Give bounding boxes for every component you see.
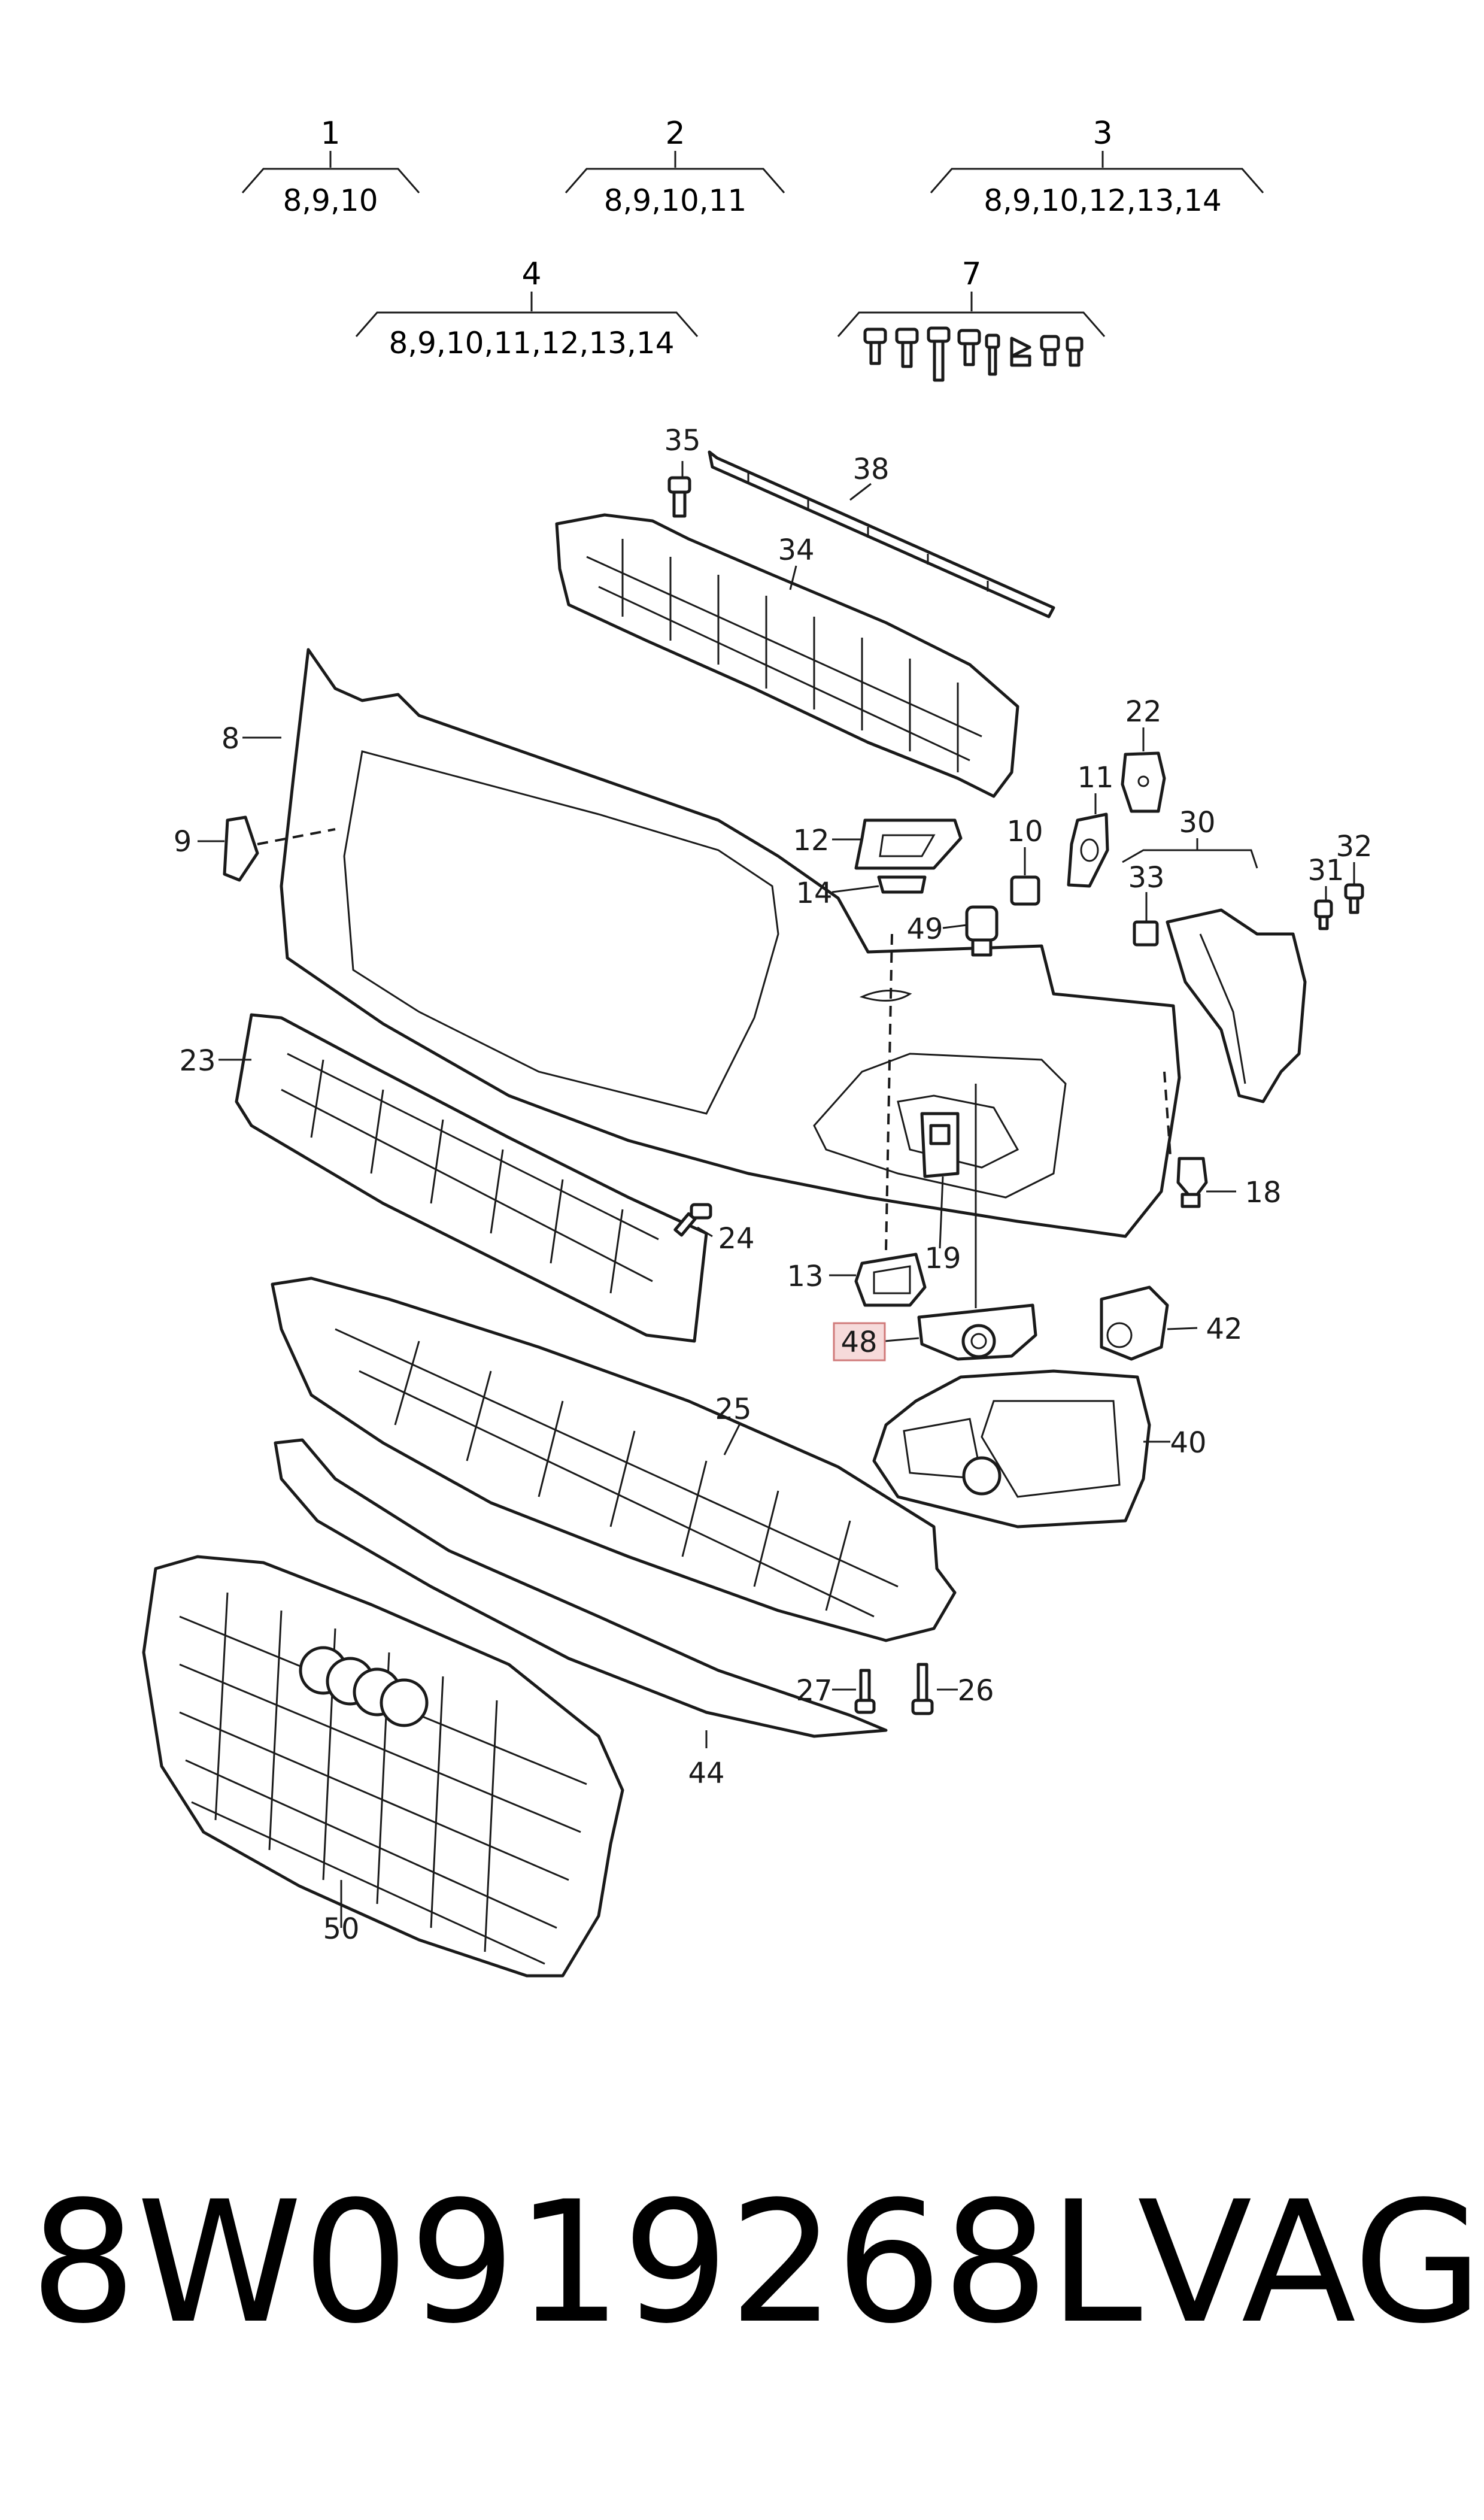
callout-10: 10 [1006,815,1043,848]
kit-4: 4 8,9,10,11,12,13,14 [355,256,699,360]
part-number-label: 8W0919268L [30,2166,1143,2361]
callout-19: 19 [924,1242,961,1275]
part-18-clip [1176,1157,1208,1208]
part-12-washer-cover [854,818,963,870]
part-48-sensor-holder [917,1303,1037,1361]
callout-26: 26 [957,1674,994,1708]
fastener-set-icon [863,326,1084,382]
callout-9: 9 [174,825,192,859]
part-26-screw [911,1663,934,1715]
part-50-main-grille [142,1555,624,1978]
callout-12: 12 [793,824,829,857]
callout-23: 23 [179,1044,216,1078]
kit-3-number: 3 [1092,116,1112,151]
callouts: 35 38 34 8 9 22 11 12 10 30 31 32 33 14 … [174,424,1373,1946]
callout-11: 11 [1077,761,1113,794]
kit-1: 1 8,9,10 [241,116,420,218]
callout-35: 35 [664,424,700,457]
callout-14: 14 [796,877,832,910]
callout-42: 42 [1206,1312,1242,1346]
part-9-cover-cap [223,815,259,882]
kit-3-contents: 8,9,10,12,13,14 [984,183,1222,218]
part-11-sensor-cover [1067,812,1109,888]
part-49-sensor [965,905,999,957]
part-19-bracket [920,1112,960,1178]
kit-3: 3 8,9,10,12,13,14 [930,116,1264,218]
callout-18: 18 [1245,1176,1281,1209]
callout-50: 50 [323,1912,359,1946]
kit-4-contents: 8,9,10,11,12,13,14 [389,326,674,360]
kit-2-number: 2 [665,116,685,151]
part-10-plug [1010,875,1040,906]
callout-31: 31 [1307,854,1344,887]
callout-33: 33 [1128,861,1164,894]
kit-4-number: 4 [521,256,541,292]
part-31-screw [1314,899,1333,930]
kit-2-contents: 8,9,10,11 [604,183,747,218]
callout-13: 13 [787,1260,823,1293]
part-27-screw [854,1669,876,1714]
callout-48: 48 [840,1326,877,1359]
kit-2: 2 8,9,10,11 [565,116,785,218]
callout-34: 34 [778,533,814,567]
brand-label: VAG [1137,2166,1483,2361]
kit-1-number: 1 [320,116,340,151]
kit-7: 7 [837,256,1106,382]
part-42-bracket [1100,1285,1169,1361]
callout-22: 22 [1125,695,1161,729]
part-23-lower-grille [235,1013,708,1343]
callout-38: 38 [852,453,889,486]
part-24-screw [673,1203,712,1237]
callout-8: 8 [221,722,240,756]
part-34-bracket-carrier [555,513,1019,798]
callout-30: 30 [1179,806,1215,839]
kit-7-number: 7 [961,256,981,292]
callout-25: 25 [715,1393,751,1426]
callout-44: 44 [688,1757,724,1790]
callout-49: 49 [906,912,943,946]
leader-9-dashed [257,828,336,845]
part-13-washer-cover [854,1253,927,1307]
callout-32: 32 [1336,830,1372,863]
part-33-nut [1133,920,1159,947]
part-22-bracket [1121,751,1166,813]
callout-48-highlight [833,1322,886,1361]
part-14-clip [877,875,927,894]
part-25-underbody-panel [271,1276,957,1642]
callout-27: 27 [796,1674,832,1708]
leader-18-dashed [1163,1071,1172,1156]
part-35-screw [667,476,691,518]
part-44-lip-spoiler [274,1438,888,1738]
callout-24: 24 [718,1222,754,1256]
leader-lines [198,461,1355,1928]
part-38-seal-strip [708,450,1055,618]
part-40-fog-grille [872,1369,1151,1529]
part-8-bumper-cover [280,648,1181,1238]
part-30-side-bracket [1166,908,1307,1103]
callout-40: 40 [1170,1426,1206,1460]
part-32-screw [1344,883,1364,914]
kit-1-contents: 8,9,10 [283,183,378,218]
